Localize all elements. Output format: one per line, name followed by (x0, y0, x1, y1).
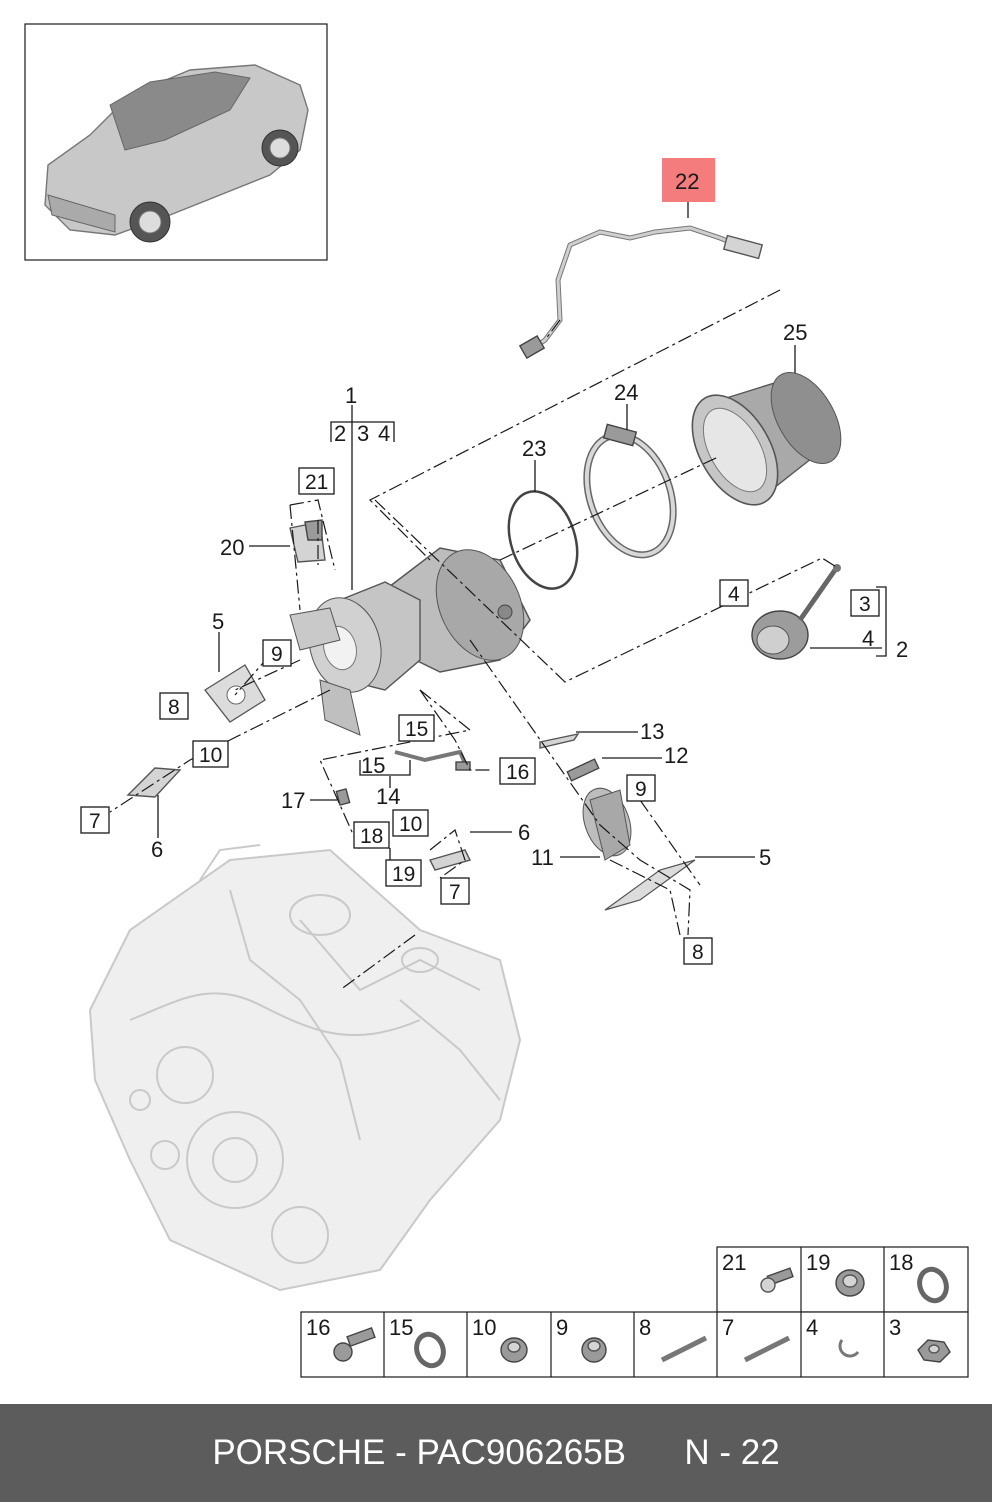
turbocharger-1 (289, 547, 531, 736)
callout-7-right: 7 (449, 881, 461, 904)
legend-nut-19-icon (835, 1269, 865, 1297)
callout-19: 19 (392, 863, 415, 886)
legend-nut-3-icon (917, 1339, 951, 1363)
boxed-callouts (80, 467, 880, 965)
callout-4-actuator: 4 (728, 583, 740, 606)
legend-clip-4-icon (838, 1339, 860, 1358)
callout-10-right: 10 (399, 813, 422, 836)
legend-stud-7-icon (743, 1335, 791, 1363)
legend-stud-8-icon (660, 1335, 708, 1363)
gasket-ring-23 (507, 490, 579, 590)
legend-nut-10-icon (500, 1337, 528, 1363)
oxygen-sensor-22 (518, 225, 764, 360)
legend-nut-9-icon (581, 1337, 607, 1363)
callout-11: 11 (531, 845, 554, 870)
legend-label-18: 18 (889, 1250, 913, 1275)
callout-12: 12 (664, 743, 688, 768)
callout-3-top: 3 (357, 421, 369, 446)
legend-label-8: 8 (639, 1315, 651, 1340)
footer-gap (626, 1433, 684, 1473)
legend-label-10: 10 (472, 1315, 496, 1340)
callout-17: 17 (281, 788, 305, 813)
banjo-bolt-17 (335, 788, 351, 806)
callout-3-actuator: 3 (859, 593, 871, 616)
catalyst-cylinder-25 (691, 371, 842, 506)
callout-9-right: 9 (635, 778, 647, 801)
callout-13: 13 (640, 719, 664, 744)
gasket-13 (539, 732, 580, 749)
footer-bar: PORSCHE - PAC906265B N - 22 (0, 1404, 992, 1502)
callout-22-highlight (662, 158, 715, 202)
legend-label-15: 15 (389, 1315, 413, 1340)
legend-label-4: 4 (806, 1315, 818, 1340)
legend-label-19: 19 (806, 1250, 830, 1275)
footer-brand-part-number: PORSCHE - PAC906265B (212, 1433, 627, 1472)
callout-2-actuator: 2 (896, 637, 908, 662)
callout-6-right: 6 (518, 820, 530, 845)
callout-14: 14 (376, 784, 400, 809)
callout-2-top: 2 (334, 421, 346, 446)
callout-15-box: 15 (405, 718, 428, 741)
callout-22: 22 (675, 169, 699, 194)
callout-1: 1 (345, 383, 357, 408)
legend-ring-18-icon (917, 1266, 949, 1304)
callout-23: 23 (522, 436, 546, 461)
gasket-plate-left (204, 664, 266, 723)
callout-5-left: 5 (212, 609, 224, 634)
callout-21: 21 (305, 471, 328, 494)
callout-7-left: 7 (89, 810, 101, 833)
legend-bolt-16-icon (333, 1326, 376, 1362)
heat-shield-6-right (428, 849, 472, 871)
legend-label-3: 3 (889, 1315, 901, 1340)
oil-line-16 (394, 749, 471, 771)
legend-ring-15-icon (414, 1331, 446, 1369)
callout-9-left: 9 (271, 643, 283, 666)
callout-16: 16 (506, 761, 529, 784)
vehicle-thumbnail (24, 23, 328, 261)
legend-bolt-21-icon (760, 1267, 794, 1293)
callout-10-left: 10 (199, 744, 222, 767)
callout-18: 18 (360, 825, 383, 848)
callout-4-top: 4 (378, 421, 390, 446)
legend-label-9: 9 (556, 1315, 568, 1340)
callout-6-left: 6 (151, 837, 163, 862)
callout-15: 15 (361, 753, 385, 778)
engine-ghost-illustration (88, 844, 522, 1292)
gasket-plate-right (604, 859, 696, 911)
wastegate-actuator-2 (751, 564, 841, 660)
callout-8-left: 8 (168, 696, 180, 719)
callout-5-right: 5 (759, 845, 771, 870)
v-band-clamp-24 (583, 423, 677, 559)
callout-20: 20 (220, 535, 244, 560)
parts-legend: 21 19 18 16 15 10 9 8 7 4 3 (300, 1246, 969, 1378)
callout-labels: 22 25 24 23 1 2 3 4 21 20 5 9 8 10 7 6 4… (89, 169, 908, 964)
leader-lines (157, 200, 887, 862)
callout-4-actuator-sub: 4 (862, 626, 874, 651)
legend-label-21: 21 (722, 1250, 746, 1275)
hollow-bolt-12 (566, 758, 600, 782)
legend-label-7: 7 (722, 1315, 734, 1340)
exploded-parts-diagram: 22 25 24 23 1 2 3 4 21 20 5 9 8 10 7 6 4… (24, 23, 969, 1378)
heat-shield-6-left (126, 767, 182, 798)
callout-25: 25 (783, 320, 807, 345)
footer-page-number: N - 22 (684, 1433, 780, 1472)
callout-8-right: 8 (692, 941, 704, 964)
legend-label-16: 16 (306, 1315, 330, 1340)
callout-24: 24 (614, 380, 638, 405)
